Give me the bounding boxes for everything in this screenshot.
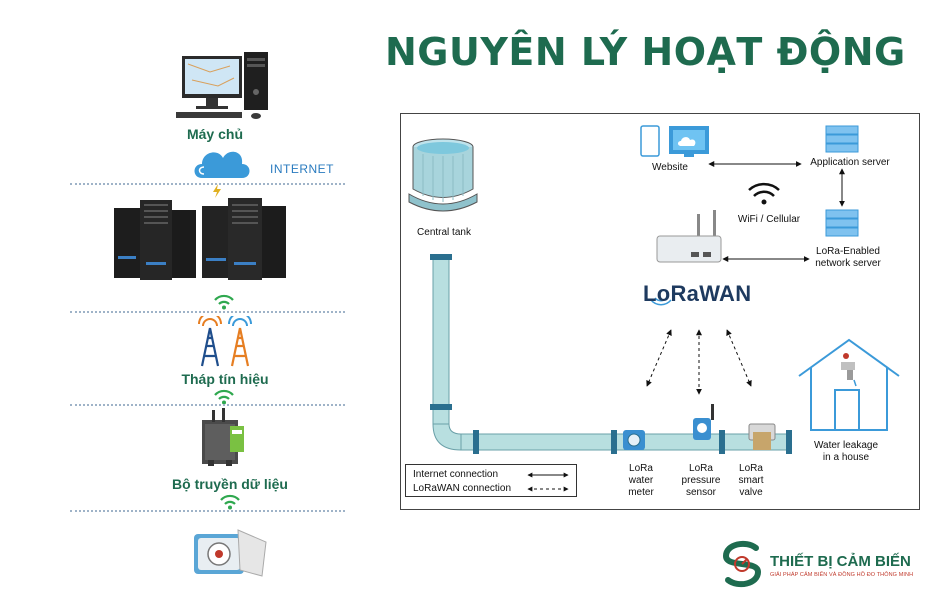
website-label: Website	[652, 162, 688, 173]
wifi-icon	[213, 389, 235, 405]
brand-tagline: GIẢI PHÁP CẢM BIẾN VÀ ĐỒNG HỒ ĐO THÔNG M…	[770, 572, 914, 578]
pipe-elbow	[432, 423, 462, 451]
divider	[70, 183, 345, 185]
smart-valve-label: LoRa smart valve	[728, 463, 774, 499]
wifi-icon	[219, 494, 241, 510]
application-server-label: Application server	[810, 157, 890, 168]
water-meter-label-line: LoRa	[629, 463, 653, 474]
lorawan-logo-text: LoRaWAN	[643, 281, 752, 306]
pressure-sensor-label: LoRa pressure sensor	[676, 463, 726, 499]
diagram-graphics	[408, 125, 900, 454]
page-title: NGUYÊN LÝ HOẠT ĐỘNG	[385, 30, 906, 74]
brand-name: THIẾT BỊ CẢM BIẾN	[770, 553, 911, 570]
server-label: Máy chủ	[186, 126, 243, 142]
pipe-vertical	[430, 254, 452, 425]
pressure-sensor-label-line: LoRa	[689, 463, 713, 474]
water-meter-illustration	[190, 516, 272, 586]
divider	[70, 404, 345, 406]
wifi-cellular-label: WiFi / Cellular	[737, 214, 801, 225]
wifi-cellular-icon	[748, 182, 780, 205]
pressure-sensor-icon	[693, 404, 714, 440]
smart-valve-icon	[748, 423, 776, 450]
central-tank-icon	[408, 138, 478, 212]
internet-label: INTERNET	[270, 162, 334, 176]
legend-lorawan-label: LoRaWAN connection	[413, 483, 512, 494]
website-icon	[640, 125, 709, 157]
smart-valve-label-line: LoRa	[739, 463, 763, 474]
network-server-label-2: network server	[815, 258, 881, 269]
tower-label: Tháp tín hiệu	[181, 371, 269, 387]
water-meter-label: LoRa water meter	[616, 463, 666, 499]
lightning-icon	[210, 184, 224, 198]
divider	[70, 510, 345, 512]
server-racks-illustration	[110, 196, 290, 282]
tower-icon	[190, 316, 260, 368]
pressure-sensor-label-line: pressure	[681, 475, 721, 486]
diagram-frame	[400, 113, 920, 510]
pressure-sensor-label-line: sensor	[685, 487, 716, 498]
house-icon	[798, 338, 900, 431]
legend: Internet connection LoRaWAN connection	[405, 464, 577, 497]
application-server-icon	[825, 125, 859, 153]
smart-valve-label-line: smart	[738, 475, 764, 486]
lorawan-logo: LoRaWAN	[643, 281, 751, 307]
lorawan-signal-icon	[650, 297, 672, 306]
central-tank-label: Central tank	[417, 227, 471, 238]
wifi-icon	[213, 294, 235, 310]
network-server-icon	[825, 209, 859, 237]
cloud-icon	[190, 140, 252, 182]
transmitter-label: Bộ truyền dữ liệu	[172, 476, 288, 492]
water-meter-label-line: meter	[628, 487, 654, 498]
water-meter-device-icon	[623, 430, 645, 450]
water-leakage-label-1: Water leakage	[813, 440, 879, 451]
computer-illustration	[170, 50, 280, 122]
smart-valve-label-line: valve	[739, 487, 763, 498]
water-meter-label-line: water	[628, 475, 654, 486]
divider	[70, 311, 345, 313]
data-transmitter-illustration	[196, 408, 252, 468]
legend-internet-label: Internet connection	[413, 469, 499, 480]
water-leakage-label-2: in a house	[822, 452, 870, 463]
gateway-icon	[656, 210, 722, 263]
network-server-label-1: LoRa-Enabled	[816, 246, 880, 257]
brand-logo-icon	[716, 538, 768, 590]
legend-arrows	[527, 472, 569, 492]
